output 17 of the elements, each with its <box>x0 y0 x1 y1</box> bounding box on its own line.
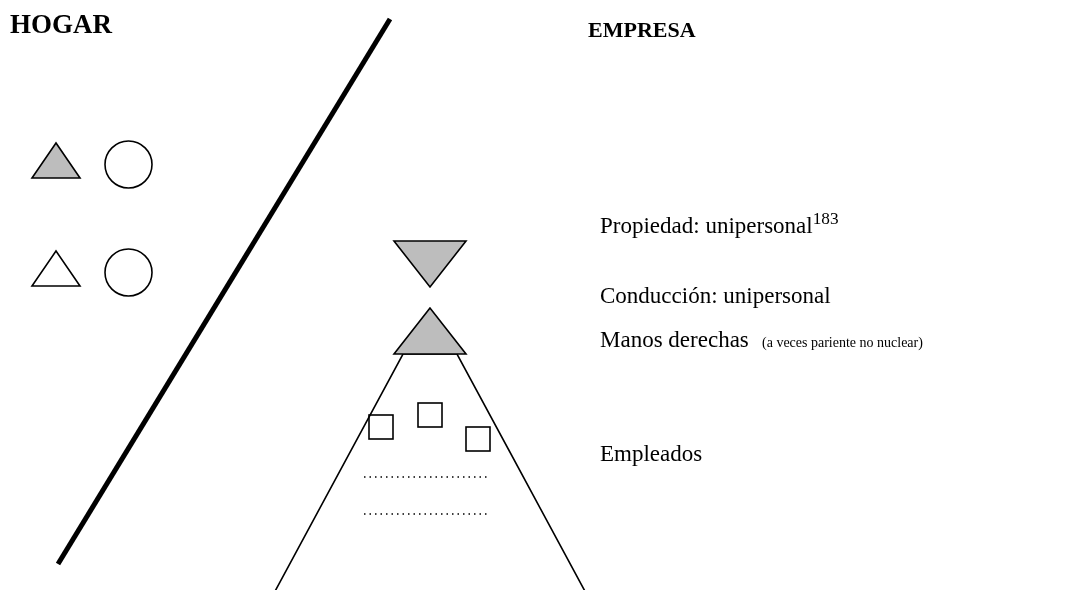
square-symbol <box>417 402 443 428</box>
role-label: Propiedad: unipersonal$^{183}$ <box>600 212 839 240</box>
circle-symbol <box>104 248 153 297</box>
role-label: Conducción: unipersonal <box>600 282 831 310</box>
circle-symbol <box>104 140 153 189</box>
square-symbol <box>465 426 491 452</box>
role-label: Manos derechas <box>600 326 749 354</box>
triangle-symbol <box>31 250 81 287</box>
triangle-symbol <box>31 142 81 179</box>
pyramid-shape <box>272 354 588 590</box>
role-label: (a veces pariente no nuclear) <box>762 334 923 352</box>
section-heading: HOGAR <box>10 8 112 41</box>
role-label: Empleados <box>600 440 703 468</box>
section-heading: EMPRESA <box>588 16 696 44</box>
triangle-symbol <box>393 307 467 355</box>
triangle-symbol <box>393 240 467 288</box>
square-symbol <box>368 414 394 440</box>
